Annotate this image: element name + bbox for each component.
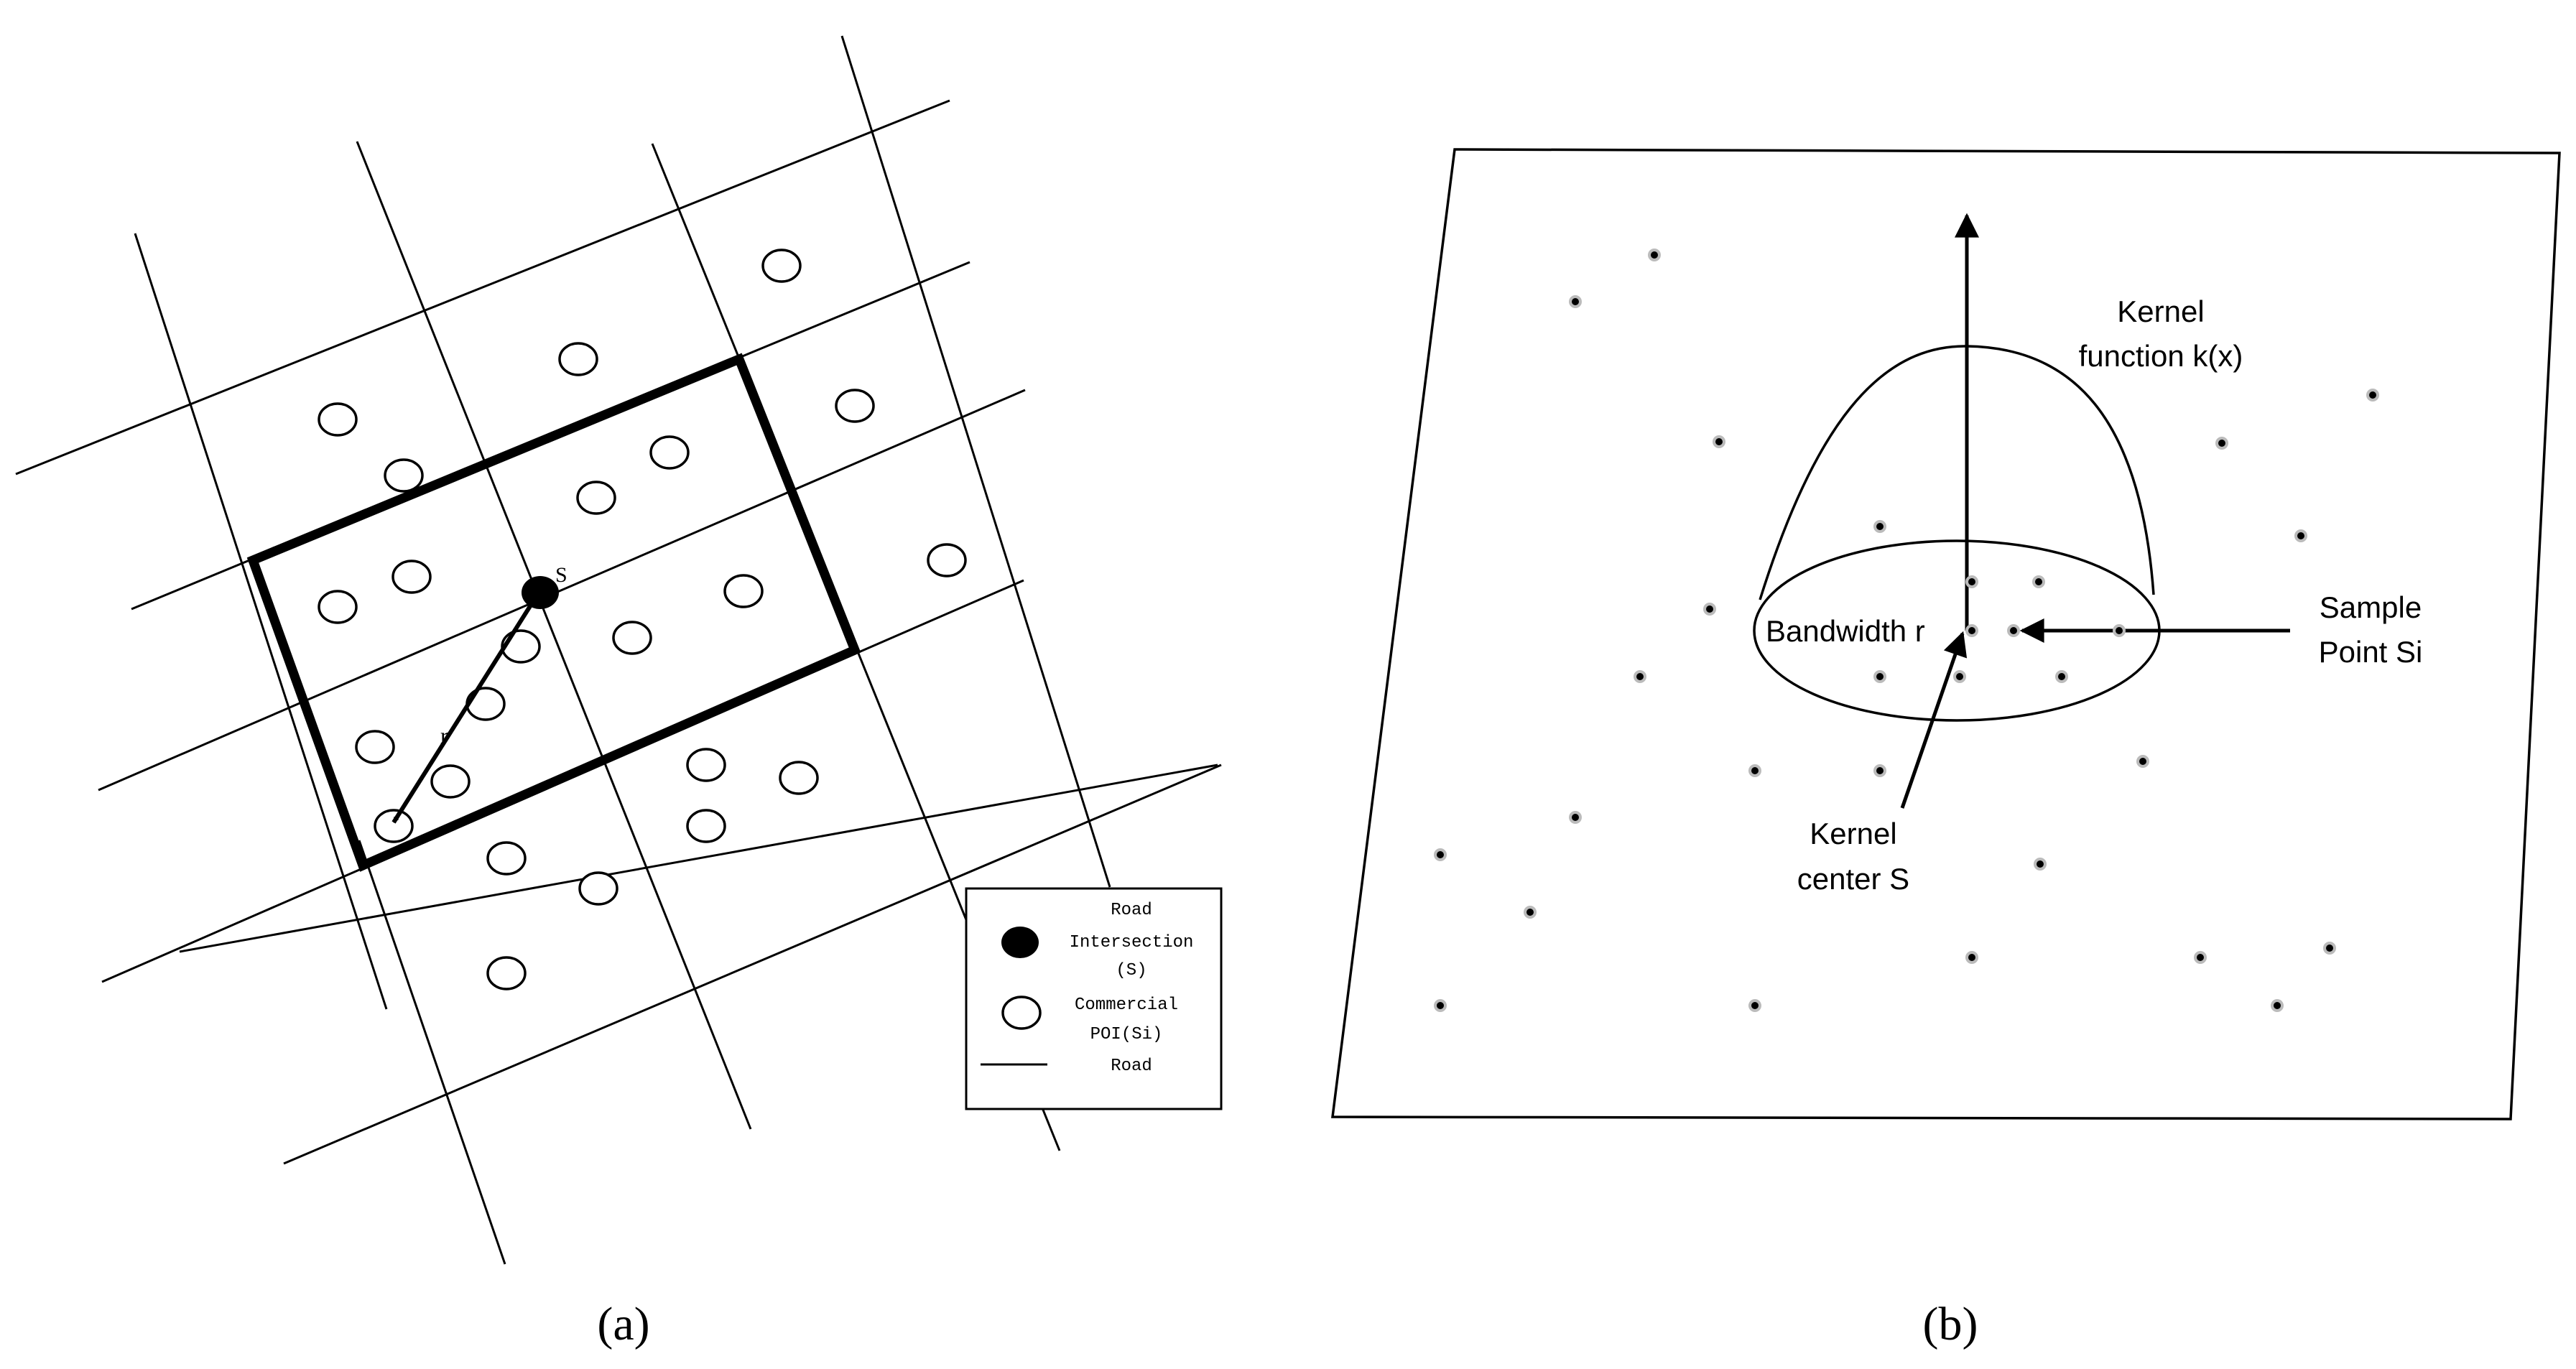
commercial-poi	[686, 809, 726, 843]
sample-point	[1953, 670, 1966, 683]
sample-point	[2215, 437, 2228, 450]
commercial-poi	[723, 574, 764, 608]
legend-intersection-swatch	[1001, 927, 1039, 958]
intersection-label: S	[555, 563, 567, 587]
plane	[1331, 148, 2561, 1120]
sample-point	[1713, 435, 1725, 448]
panel-b: Kernel function k(x) Bandwidth r Sample …	[1331, 148, 2561, 1350]
road	[179, 764, 1218, 953]
legend-box	[965, 887, 1223, 1110]
legend: Road Intersection (S) Commercial POI(Si)…	[965, 887, 1223, 1110]
sample-point	[2113, 624, 2126, 637]
road	[15, 99, 950, 475]
commercial-poi	[578, 871, 618, 906]
sample-point	[1634, 670, 1646, 683]
sample-point	[1965, 951, 1978, 964]
commercial-poi	[465, 687, 506, 721]
legend-intersection-line2: Intersection	[1070, 933, 1194, 952]
legend-intersection-line1: Road	[1111, 901, 1152, 920]
sample-point	[1965, 624, 1978, 637]
commercial-poi	[927, 543, 967, 577]
legend-poi-line2: POI(Si)	[1090, 1025, 1163, 1044]
sample-point	[1873, 520, 1886, 533]
kernel-center-label-line2: center S	[1797, 862, 1909, 896]
commercial-poi	[761, 249, 802, 283]
caption-a: (a)	[597, 1298, 649, 1350]
road-intersection-marker	[522, 576, 559, 609]
commercial-poi	[686, 748, 726, 782]
sample-point	[1748, 999, 1761, 1012]
sample-point	[2034, 858, 2047, 871]
sample-point	[1873, 764, 1886, 777]
commercial-poi	[612, 621, 652, 655]
commercial-poi	[318, 402, 358, 437]
sample-point	[2366, 389, 2379, 402]
sample-point	[1524, 906, 1537, 919]
sample-points	[1434, 249, 2379, 1012]
kernel-function-label-line2: function k(x)	[2079, 339, 2243, 373]
road	[356, 141, 752, 1130]
radius-arrow	[392, 593, 539, 824]
commercial-poi	[486, 956, 527, 990]
sample-point-label-line1: Sample	[2320, 590, 2422, 624]
sample-point	[2294, 529, 2307, 542]
sample-point	[1873, 670, 1886, 683]
road	[98, 389, 1026, 792]
sample-point	[2007, 624, 2020, 637]
road	[358, 840, 506, 1265]
sample-point	[1434, 848, 1447, 861]
commercial-poi	[501, 629, 541, 664]
road	[840, 35, 1111, 888]
legend-road-label: Road	[1111, 1057, 1152, 1076]
commercial-poi	[779, 761, 819, 795]
commercial-poi-group	[318, 249, 967, 990]
sample-point	[2136, 755, 2149, 768]
sample-point	[1569, 811, 1582, 824]
kernel-center-label-line1: Kernel	[1810, 817, 1896, 850]
sample-point	[1965, 575, 1978, 588]
commercial-poi	[430, 764, 471, 799]
sample-point	[1434, 999, 1447, 1012]
road	[283, 764, 1222, 1165]
kernel-function-label-line1: Kernel	[2117, 294, 2204, 328]
commercial-poi	[374, 809, 414, 843]
commercial-poi	[558, 342, 598, 376]
radius-label: r	[440, 723, 448, 748]
legend-intersection-line3: (S)	[1116, 961, 1146, 980]
bandwidth-label: Bandwidth r	[1766, 614, 1925, 648]
panel-a: S r Road Intersection (S) Commercial POI…	[15, 35, 1223, 1350]
sample-point	[2055, 670, 2068, 683]
sample-point	[1748, 764, 1761, 777]
caption-b: (b)	[1923, 1298, 1978, 1350]
sample-point	[2194, 951, 2207, 964]
kernel-boundary	[246, 353, 861, 872]
commercial-poi	[835, 389, 875, 423]
commercial-poi	[486, 841, 527, 876]
sample-point-label-line2: Point Si	[2319, 635, 2423, 669]
commercial-poi	[576, 481, 616, 515]
sample-point	[2032, 575, 2045, 588]
sample-point	[1569, 295, 1582, 308]
sample-point	[1648, 249, 1661, 261]
legend-poi-line1: Commercial	[1075, 996, 1178, 1015]
road	[134, 233, 388, 1010]
commercial-poi	[318, 590, 358, 624]
sample-point	[1703, 603, 1716, 616]
commercial-poi	[649, 435, 690, 470]
commercial-poi	[355, 730, 395, 764]
commercial-poi	[384, 458, 424, 493]
sample-point	[2271, 999, 2284, 1012]
commercial-poi	[392, 560, 432, 594]
kernel-center-arrow	[1900, 631, 1968, 809]
legend-poi-swatch	[1001, 996, 1042, 1030]
sample-point	[2323, 942, 2336, 955]
